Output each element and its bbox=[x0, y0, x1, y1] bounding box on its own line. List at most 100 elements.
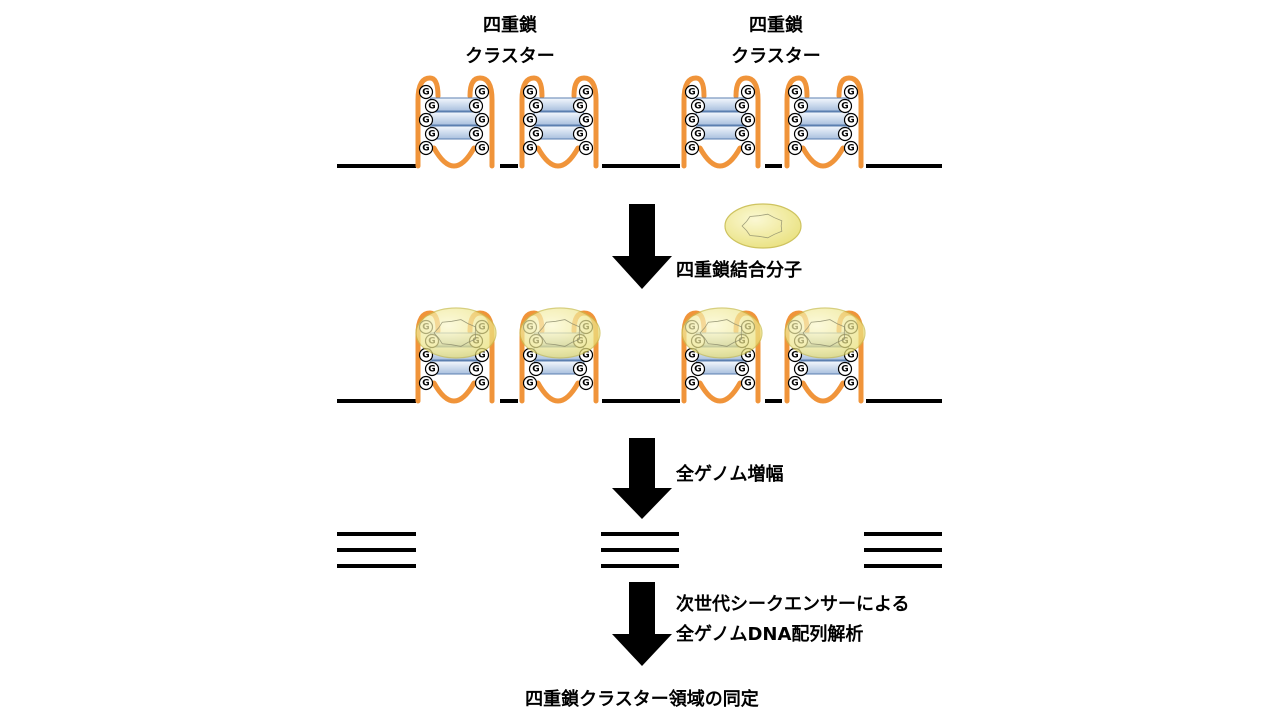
svg-text:G: G bbox=[582, 88, 589, 98]
down-arrow-icon bbox=[612, 582, 672, 666]
svg-text:G: G bbox=[694, 130, 701, 140]
g-base-badge: G bbox=[522, 112, 538, 128]
g-base-badge: G bbox=[684, 140, 700, 156]
svg-text:G: G bbox=[576, 365, 583, 375]
g-base-badge: G bbox=[684, 375, 700, 391]
svg-text:G: G bbox=[791, 88, 798, 98]
svg-text:G: G bbox=[582, 144, 589, 154]
ligand-molecule-icon bbox=[784, 307, 866, 359]
g-base-badge: G bbox=[740, 112, 756, 128]
step-label-whole-genome-amplification: 全ゲノム増幅 bbox=[675, 463, 783, 485]
g-base-badge: G bbox=[684, 112, 700, 128]
g-base-badge: G bbox=[578, 112, 594, 128]
g-base-badge: G bbox=[740, 375, 756, 391]
g-base-badge: G bbox=[837, 98, 853, 114]
g-base-badge: G bbox=[424, 361, 440, 377]
svg-text:G: G bbox=[422, 379, 429, 389]
svg-text:G: G bbox=[688, 351, 695, 361]
g-base-badge: G bbox=[468, 98, 484, 114]
svg-text:G: G bbox=[526, 379, 533, 389]
g-base-badge: G bbox=[787, 140, 803, 156]
g-base-badge: G bbox=[572, 98, 588, 114]
g-base-badge: G bbox=[418, 140, 434, 156]
svg-text:G: G bbox=[472, 102, 479, 112]
svg-text:G: G bbox=[532, 130, 539, 140]
svg-text:G: G bbox=[532, 102, 539, 112]
svg-text:G: G bbox=[532, 365, 539, 375]
ligand-molecule-icon bbox=[724, 203, 802, 249]
svg-text:G: G bbox=[472, 365, 479, 375]
svg-text:G: G bbox=[422, 116, 429, 126]
svg-text:G: G bbox=[428, 102, 435, 112]
g-base-badge: G bbox=[734, 126, 750, 142]
ligand-molecule-icon bbox=[681, 307, 763, 359]
svg-text:G: G bbox=[478, 351, 485, 361]
g-base-badge: G bbox=[522, 84, 538, 100]
ligand-molecule-icon bbox=[519, 307, 601, 359]
g-base-badge: G bbox=[787, 84, 803, 100]
g-base-badge: G bbox=[474, 375, 490, 391]
svg-text:G: G bbox=[688, 116, 695, 126]
g-base-badge: G bbox=[690, 361, 706, 377]
svg-text:G: G bbox=[582, 116, 589, 126]
svg-text:G: G bbox=[694, 102, 701, 112]
svg-text:G: G bbox=[791, 144, 798, 154]
down-arrow-icon bbox=[612, 204, 672, 289]
svg-text:G: G bbox=[738, 102, 745, 112]
down-arrow-icon bbox=[612, 438, 672, 519]
svg-text:G: G bbox=[428, 365, 435, 375]
g-base-badge: G bbox=[528, 98, 544, 114]
result-label: 四重鎖クラスター領域の同定 bbox=[525, 688, 759, 710]
ligand-molecule-icon bbox=[415, 307, 497, 359]
svg-text:G: G bbox=[744, 144, 751, 154]
amplified-fragments-right bbox=[864, 532, 942, 568]
svg-text:G: G bbox=[744, 351, 751, 361]
g-base-badge: G bbox=[578, 84, 594, 100]
amplified-fragments-center bbox=[601, 532, 679, 568]
svg-text:G: G bbox=[526, 116, 533, 126]
g-base-badge: G bbox=[424, 126, 440, 142]
g-base-badge: G bbox=[572, 361, 588, 377]
g-base-badge: G bbox=[528, 126, 544, 142]
svg-text:G: G bbox=[744, 379, 751, 389]
svg-text:クラスター: クラスター bbox=[465, 46, 555, 67]
svg-text:G: G bbox=[744, 116, 751, 126]
svg-text:G: G bbox=[576, 102, 583, 112]
svg-text:G: G bbox=[478, 379, 485, 389]
g-base-badge: G bbox=[793, 126, 809, 142]
g-base-badge: G bbox=[843, 84, 859, 100]
g-base-badge: G bbox=[418, 112, 434, 128]
svg-text:G: G bbox=[576, 130, 583, 140]
svg-text:G: G bbox=[422, 144, 429, 154]
svg-text:G: G bbox=[841, 130, 848, 140]
g-base-badge: G bbox=[528, 361, 544, 377]
amplified-fragments-left bbox=[337, 532, 416, 568]
g-base-badge: G bbox=[474, 112, 490, 128]
g-base-badge: G bbox=[843, 140, 859, 156]
svg-text:G: G bbox=[738, 365, 745, 375]
svg-text:G: G bbox=[688, 144, 695, 154]
g-base-badge: G bbox=[793, 361, 809, 377]
svg-text:G: G bbox=[526, 88, 533, 98]
g-base-badge: G bbox=[740, 84, 756, 100]
g-base-badge: G bbox=[843, 112, 859, 128]
svg-text:G: G bbox=[791, 116, 798, 126]
g-base-badge: G bbox=[522, 375, 538, 391]
svg-text:G: G bbox=[797, 102, 804, 112]
g-base-badge: G bbox=[740, 140, 756, 156]
cluster-label-left: 四重鎖 クラスター bbox=[465, 14, 555, 67]
svg-text:G: G bbox=[526, 351, 533, 361]
svg-text:G: G bbox=[478, 88, 485, 98]
svg-text:G: G bbox=[478, 116, 485, 126]
svg-text:G: G bbox=[847, 379, 854, 389]
svg-text:G: G bbox=[582, 379, 589, 389]
